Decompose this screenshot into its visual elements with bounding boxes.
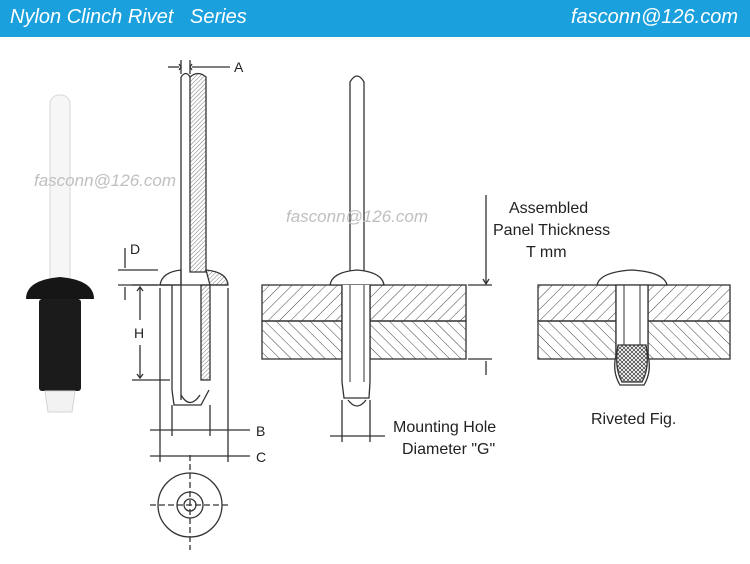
rivet-head-photo — [26, 277, 94, 299]
watermark-1: fasconn@126.com — [34, 171, 176, 190]
note-assembled-line2: Panel Thickness — [493, 222, 610, 239]
note-riveted: Riveted Fig. — [591, 411, 676, 428]
rivet-body-photo — [39, 299, 81, 391]
note-assembled-line3: T mm — [526, 244, 567, 261]
dim-label-h: H — [134, 325, 144, 341]
dim-label-c: C — [256, 449, 266, 465]
assembled-view — [261, 75, 492, 442]
header-bar: Nylon Clinch Rivet Series fasconn@126.co… — [0, 0, 750, 37]
dim-label-b: B — [256, 423, 265, 439]
dim-label-d: D — [130, 241, 140, 257]
note-assembled-line1: Assembled — [509, 200, 588, 217]
rivet-tip-photo — [44, 390, 76, 413]
section-view — [118, 60, 250, 550]
rivet-pin-photo — [49, 94, 71, 288]
note-hole-line2: Diameter "G" — [402, 441, 495, 458]
note-hole-line1: Mounting Hole — [393, 419, 496, 436]
dim-label-a: A — [234, 59, 244, 75]
page-title: Nylon Clinch Rivet Series — [10, 6, 247, 28]
rivet-photo — [26, 94, 94, 413]
watermark-2: fasconn@126.com — [286, 207, 428, 226]
riveted-view — [537, 269, 731, 386]
header-email: fasconn@126.com — [570, 6, 738, 28]
